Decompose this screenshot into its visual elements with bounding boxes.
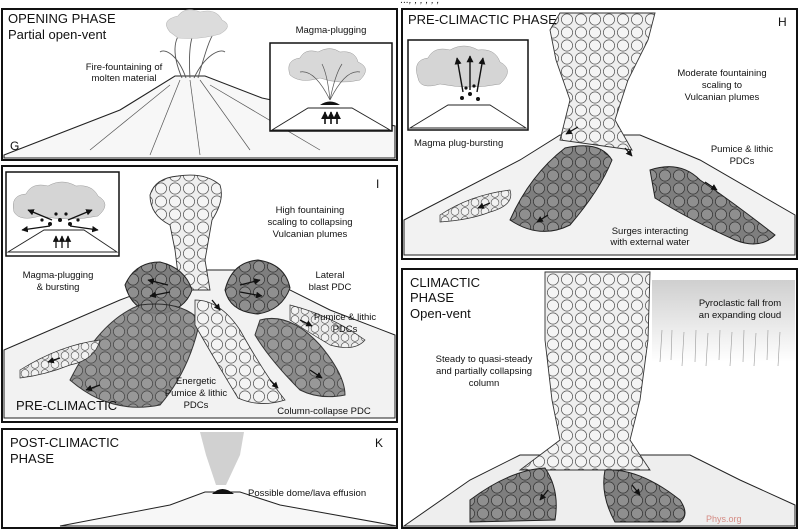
panel-g-inset-label: Magma-plugging bbox=[296, 25, 367, 36]
panel-k-letter: K bbox=[375, 436, 383, 450]
pdc-label-i-2: PDCs bbox=[333, 324, 358, 335]
fire-fountain-label-1: Fire-fountaining of bbox=[86, 62, 163, 73]
panel-j-title-line2: PHASE bbox=[410, 290, 454, 305]
collapse-flow-j-right bbox=[603, 469, 686, 523]
panel-k-title-line2: PHASE bbox=[10, 451, 54, 466]
eruption-column bbox=[549, 12, 656, 151]
panel-j-title-line1: CLIMACTIC bbox=[410, 275, 480, 290]
panel-i-pre-climactic: I High fountaining scaling to collapsing… bbox=[1, 165, 398, 423]
energetic-label-3: PDCs bbox=[184, 400, 209, 411]
blast-lobe-right bbox=[224, 259, 291, 315]
volcano-cone bbox=[3, 75, 396, 159]
column-label-2: and partially collapsing bbox=[436, 366, 532, 377]
fire-fountain-label-2: molten material bbox=[92, 73, 157, 84]
lava-dome bbox=[212, 489, 234, 494]
fountain-label-i-2: scaling to collapsing bbox=[267, 217, 352, 228]
panel-i-inset-label-2: & bursting bbox=[37, 282, 80, 293]
watermark: Phys.org bbox=[706, 514, 742, 524]
column-label-1: Steady to quasi-steady bbox=[436, 354, 533, 365]
panel-h-title: PRE-CLIMACTIC PHASE bbox=[408, 12, 557, 27]
plinian-column bbox=[518, 271, 651, 471]
panel-j-climactic: CLIMACTIC PHASE Open-vent Pyroclastic fa… bbox=[401, 268, 798, 529]
panel-k-post-climactic: POST-CLIMACTIC PHASE K Possible dome/lav… bbox=[1, 428, 398, 529]
volcano-flank bbox=[403, 134, 796, 256]
panel-g-letter: G bbox=[10, 139, 19, 153]
pyroclastic-fall-cloud bbox=[652, 280, 795, 362]
blast-label-2: blast PDC bbox=[309, 282, 352, 293]
eruption-plume bbox=[166, 9, 228, 39]
panel-h-pre-climactic: PRE-CLIMACTIC PHASE H Moderate fountaini… bbox=[401, 8, 798, 260]
surge-left-i bbox=[19, 339, 101, 379]
panel-k-title-line1: POST-CLIMACTIC bbox=[10, 435, 119, 450]
blast-label-1: Lateral bbox=[315, 270, 344, 281]
fall-label-2: an expanding cloud bbox=[699, 310, 781, 321]
panel-h-letter: H bbox=[778, 15, 787, 29]
fountain-label-h-1: Moderate fountaining bbox=[677, 68, 766, 79]
panel-g-title-line1: OPENING PHASE bbox=[8, 11, 116, 26]
fountain-label-h-2: scaling to bbox=[702, 80, 742, 91]
panel-i-letter: I bbox=[376, 177, 379, 191]
fall-label-1: Pyroclastic fall from bbox=[699, 298, 781, 309]
panel-i-inset-label-1: Magma-plugging bbox=[23, 270, 94, 281]
fountain-label-i-1: High fountaining bbox=[276, 205, 345, 216]
panel-j-title-line3: Open-vent bbox=[410, 306, 471, 321]
surges-label-1: Surges interacting bbox=[612, 226, 689, 237]
ash-plume-k bbox=[200, 432, 244, 485]
fire-fountain bbox=[159, 27, 226, 79]
pdc-label-i-1: Pumice & lithic bbox=[314, 312, 377, 323]
panel-i-title: PRE-CLIMACTIC bbox=[16, 398, 117, 413]
pdc-lobe-left bbox=[509, 145, 613, 232]
dome-label: Possible dome/lava effusion bbox=[248, 488, 366, 499]
column-collapse-label: Column-collapse PDC bbox=[277, 406, 371, 417]
column-label-3: column bbox=[469, 378, 500, 389]
surge-right-i bbox=[289, 304, 366, 348]
fountain-label-i-3: Vulcanian plumes bbox=[273, 229, 348, 240]
pdc-lobe-right bbox=[649, 166, 776, 245]
surge-left bbox=[439, 189, 512, 223]
fountain-label-h-3: Vulcanian plumes bbox=[685, 92, 760, 103]
collapse-flow-j bbox=[469, 467, 557, 523]
panel-g-opening-phase: OPENING PHASE Partial open-vent Fire-fou… bbox=[1, 8, 398, 161]
eruption-column-i bbox=[149, 174, 222, 291]
pdc-label-h-1: Pumice & lithic bbox=[711, 144, 774, 155]
pdc-label-h-2: PDCs bbox=[730, 156, 755, 167]
panel-h-inset-label: Magma plug-bursting bbox=[414, 138, 503, 149]
energetic-label-1: Energetic bbox=[176, 376, 216, 387]
column-collapse-flow bbox=[194, 299, 286, 404]
panel-g-title-line2: Partial open-vent bbox=[8, 27, 107, 42]
surges-label-2: with external water bbox=[609, 237, 689, 248]
energetic-label-2: Pumice & lithic bbox=[165, 388, 228, 399]
volcano-cone-k bbox=[59, 491, 398, 527]
header-fragment: ...; ; ; , ; , bbox=[401, 0, 440, 6]
